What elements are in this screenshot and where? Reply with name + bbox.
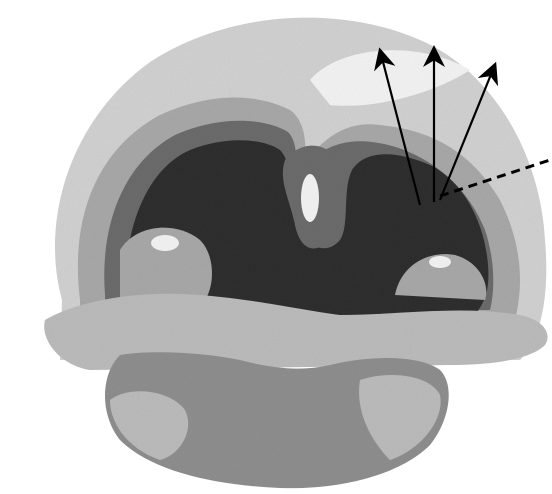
left-bulb-highlight bbox=[151, 235, 179, 251]
right-bulb-highlight bbox=[429, 256, 451, 268]
central-highlight bbox=[301, 174, 319, 222]
illustration-body bbox=[44, 18, 547, 489]
